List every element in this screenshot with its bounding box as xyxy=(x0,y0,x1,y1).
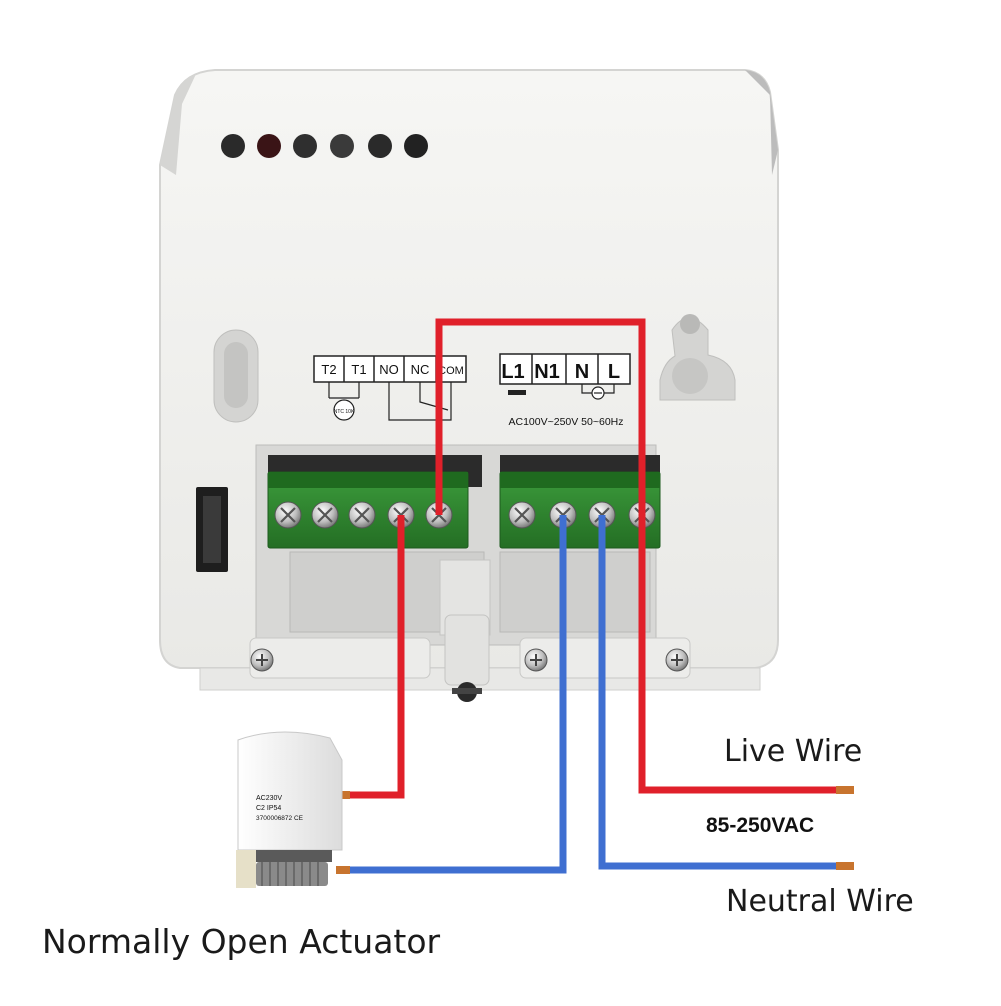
terminal-label-n: N xyxy=(575,361,589,383)
supply-rating-label: AC100V~250V 50~60Hz xyxy=(508,416,623,428)
actuator-wire-neutral xyxy=(348,515,567,874)
live-wire-com-loop xyxy=(435,318,646,515)
terminal-label-l: L xyxy=(608,361,620,383)
ntc-label: NTC 10K xyxy=(334,409,355,415)
terminal-block-right xyxy=(499,471,661,549)
terminal-label-com: COM xyxy=(438,365,464,377)
screw-no xyxy=(348,501,376,529)
terminal-label-t1: T1 xyxy=(351,362,366,377)
live-wire-supply xyxy=(638,515,845,794)
screw-l1 xyxy=(508,501,536,529)
terminal-label-l1: L1 xyxy=(501,361,524,383)
terminal-label-t2: T2 xyxy=(321,362,336,377)
indicator-holes xyxy=(221,134,428,158)
actuator-print-line2: C2 IP54 xyxy=(256,805,281,812)
right-terminal-labels: L1 N1 N L AC100V~250V 50~60Hz xyxy=(499,353,631,428)
mounting-slots xyxy=(213,314,736,423)
terminal-label-n1: N1 xyxy=(534,361,560,383)
voltage-label: 85-250VAC xyxy=(706,814,815,837)
screw-t2 xyxy=(274,501,302,529)
live-wire-label: Live Wire xyxy=(724,734,863,769)
copper-wire-ends xyxy=(336,786,854,874)
terminal-label-no: NO xyxy=(379,362,399,377)
neutral-wire-label: Neutral Wire xyxy=(726,884,914,919)
live-wires xyxy=(348,318,845,799)
neutral-wire-supply xyxy=(598,515,845,870)
screw-t1 xyxy=(311,501,339,529)
actuator: AC230V C2 IP54 3700006872 CE xyxy=(236,731,343,888)
actuator-print-line3: 3700006872 CE xyxy=(256,815,304,822)
terminal-label-nc: NC xyxy=(411,362,430,377)
neutral-wires xyxy=(348,515,845,874)
actuator-label: Normally Open Actuator xyxy=(42,922,441,961)
actuator-print-line1: AC230V xyxy=(256,795,282,802)
actuator-wire-no xyxy=(348,515,405,799)
